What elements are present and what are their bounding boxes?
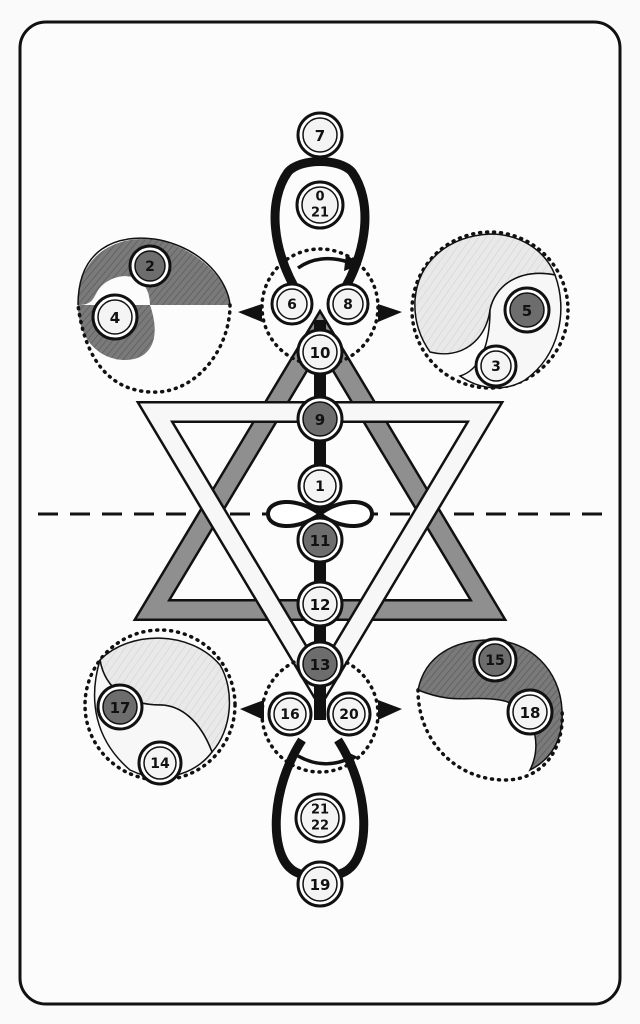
node-14: 14 <box>137 740 183 786</box>
node-label: 5 <box>522 302 532 320</box>
node-label: 6 <box>287 297 297 313</box>
node-label: 8 <box>343 297 353 313</box>
pointer-top-right <box>378 304 402 322</box>
node-label-secondary: 22 <box>311 819 329 834</box>
node-15: 15 <box>472 637 518 683</box>
node-label: 7 <box>315 127 325 145</box>
top-arrow <box>296 256 349 270</box>
node-inner-disc <box>509 292 545 328</box>
infinity-symbol <box>265 499 375 529</box>
node-5: 5 <box>503 286 551 334</box>
node-inner-disc <box>302 586 338 622</box>
node-label: 13 <box>310 656 331 674</box>
node-label: 9 <box>315 411 325 429</box>
node-12: 12 <box>296 580 344 628</box>
node-inner-disc <box>102 689 138 725</box>
node-inner-disc <box>303 469 337 503</box>
node-7: 7 <box>296 111 344 159</box>
node-inner-disc <box>302 401 338 437</box>
node-inner-disc <box>512 694 548 730</box>
node-8: 8 <box>326 282 370 326</box>
node-inner-disc <box>302 117 338 153</box>
node-9: 9 <box>296 395 344 443</box>
pointer-bottom-right <box>378 700 402 720</box>
node-inner-disc <box>302 866 338 902</box>
node-label: 19 <box>310 876 331 894</box>
node-label: 1 <box>315 479 325 495</box>
node-inner-disc <box>478 643 512 677</box>
top-loop <box>270 157 370 303</box>
bottom-arrow-head <box>345 751 358 765</box>
node-inner-disc <box>332 697 366 731</box>
node-label: 2 <box>145 259 155 275</box>
yin-yang-bottom-right <box>416 639 564 782</box>
node-label: 0 <box>315 190 324 205</box>
node-inner-disc <box>302 522 338 558</box>
node-3: 3 <box>474 344 518 388</box>
node-label: 21 <box>311 803 329 818</box>
node-label: 17 <box>110 699 131 717</box>
node-6: 6 <box>270 282 314 326</box>
pointer-bottom-left <box>240 700 264 720</box>
node-label-secondary: 21 <box>311 206 329 221</box>
node-18: 18 <box>506 688 554 736</box>
node-label: 12 <box>310 596 331 614</box>
node-inner-disc <box>276 288 308 320</box>
node-label: 18 <box>520 704 541 722</box>
node-inner-disc <box>302 646 338 682</box>
node-4: 4 <box>91 293 139 341</box>
node-inner-disc <box>480 350 512 382</box>
node-inner-disc <box>332 288 364 320</box>
node-label: 3 <box>491 359 501 375</box>
node-label: 14 <box>150 756 170 772</box>
node-17: 17 <box>96 683 144 731</box>
node-label: 15 <box>485 653 504 669</box>
node-16: 16 <box>267 691 313 737</box>
node-13: 13 <box>296 640 344 688</box>
node-19: 19 <box>296 860 344 908</box>
node-inner-disc <box>134 250 166 282</box>
pointer-top-left <box>238 304 262 322</box>
node-10: 10 <box>296 328 344 376</box>
node-1: 1 <box>297 463 343 509</box>
node-20: 20 <box>326 691 372 737</box>
node-0-21: 021 <box>295 180 345 230</box>
node-label: 4 <box>110 309 120 327</box>
top-arrow-head <box>344 254 360 271</box>
node-inner-disc <box>143 746 177 780</box>
node-label: 16 <box>280 707 299 723</box>
node-inner-disc <box>273 697 307 731</box>
node-label: 10 <box>310 344 331 362</box>
node-inner-disc <box>300 798 340 838</box>
node-11: 11 <box>296 516 344 564</box>
yin-yang-bottom-left <box>83 628 237 782</box>
node-inner-disc <box>97 299 133 335</box>
node-inner-disc <box>302 334 338 370</box>
node-label: 11 <box>310 532 331 550</box>
node-label: 20 <box>339 707 359 723</box>
node-inner-disc <box>301 186 339 224</box>
node-2: 2 <box>128 244 172 288</box>
